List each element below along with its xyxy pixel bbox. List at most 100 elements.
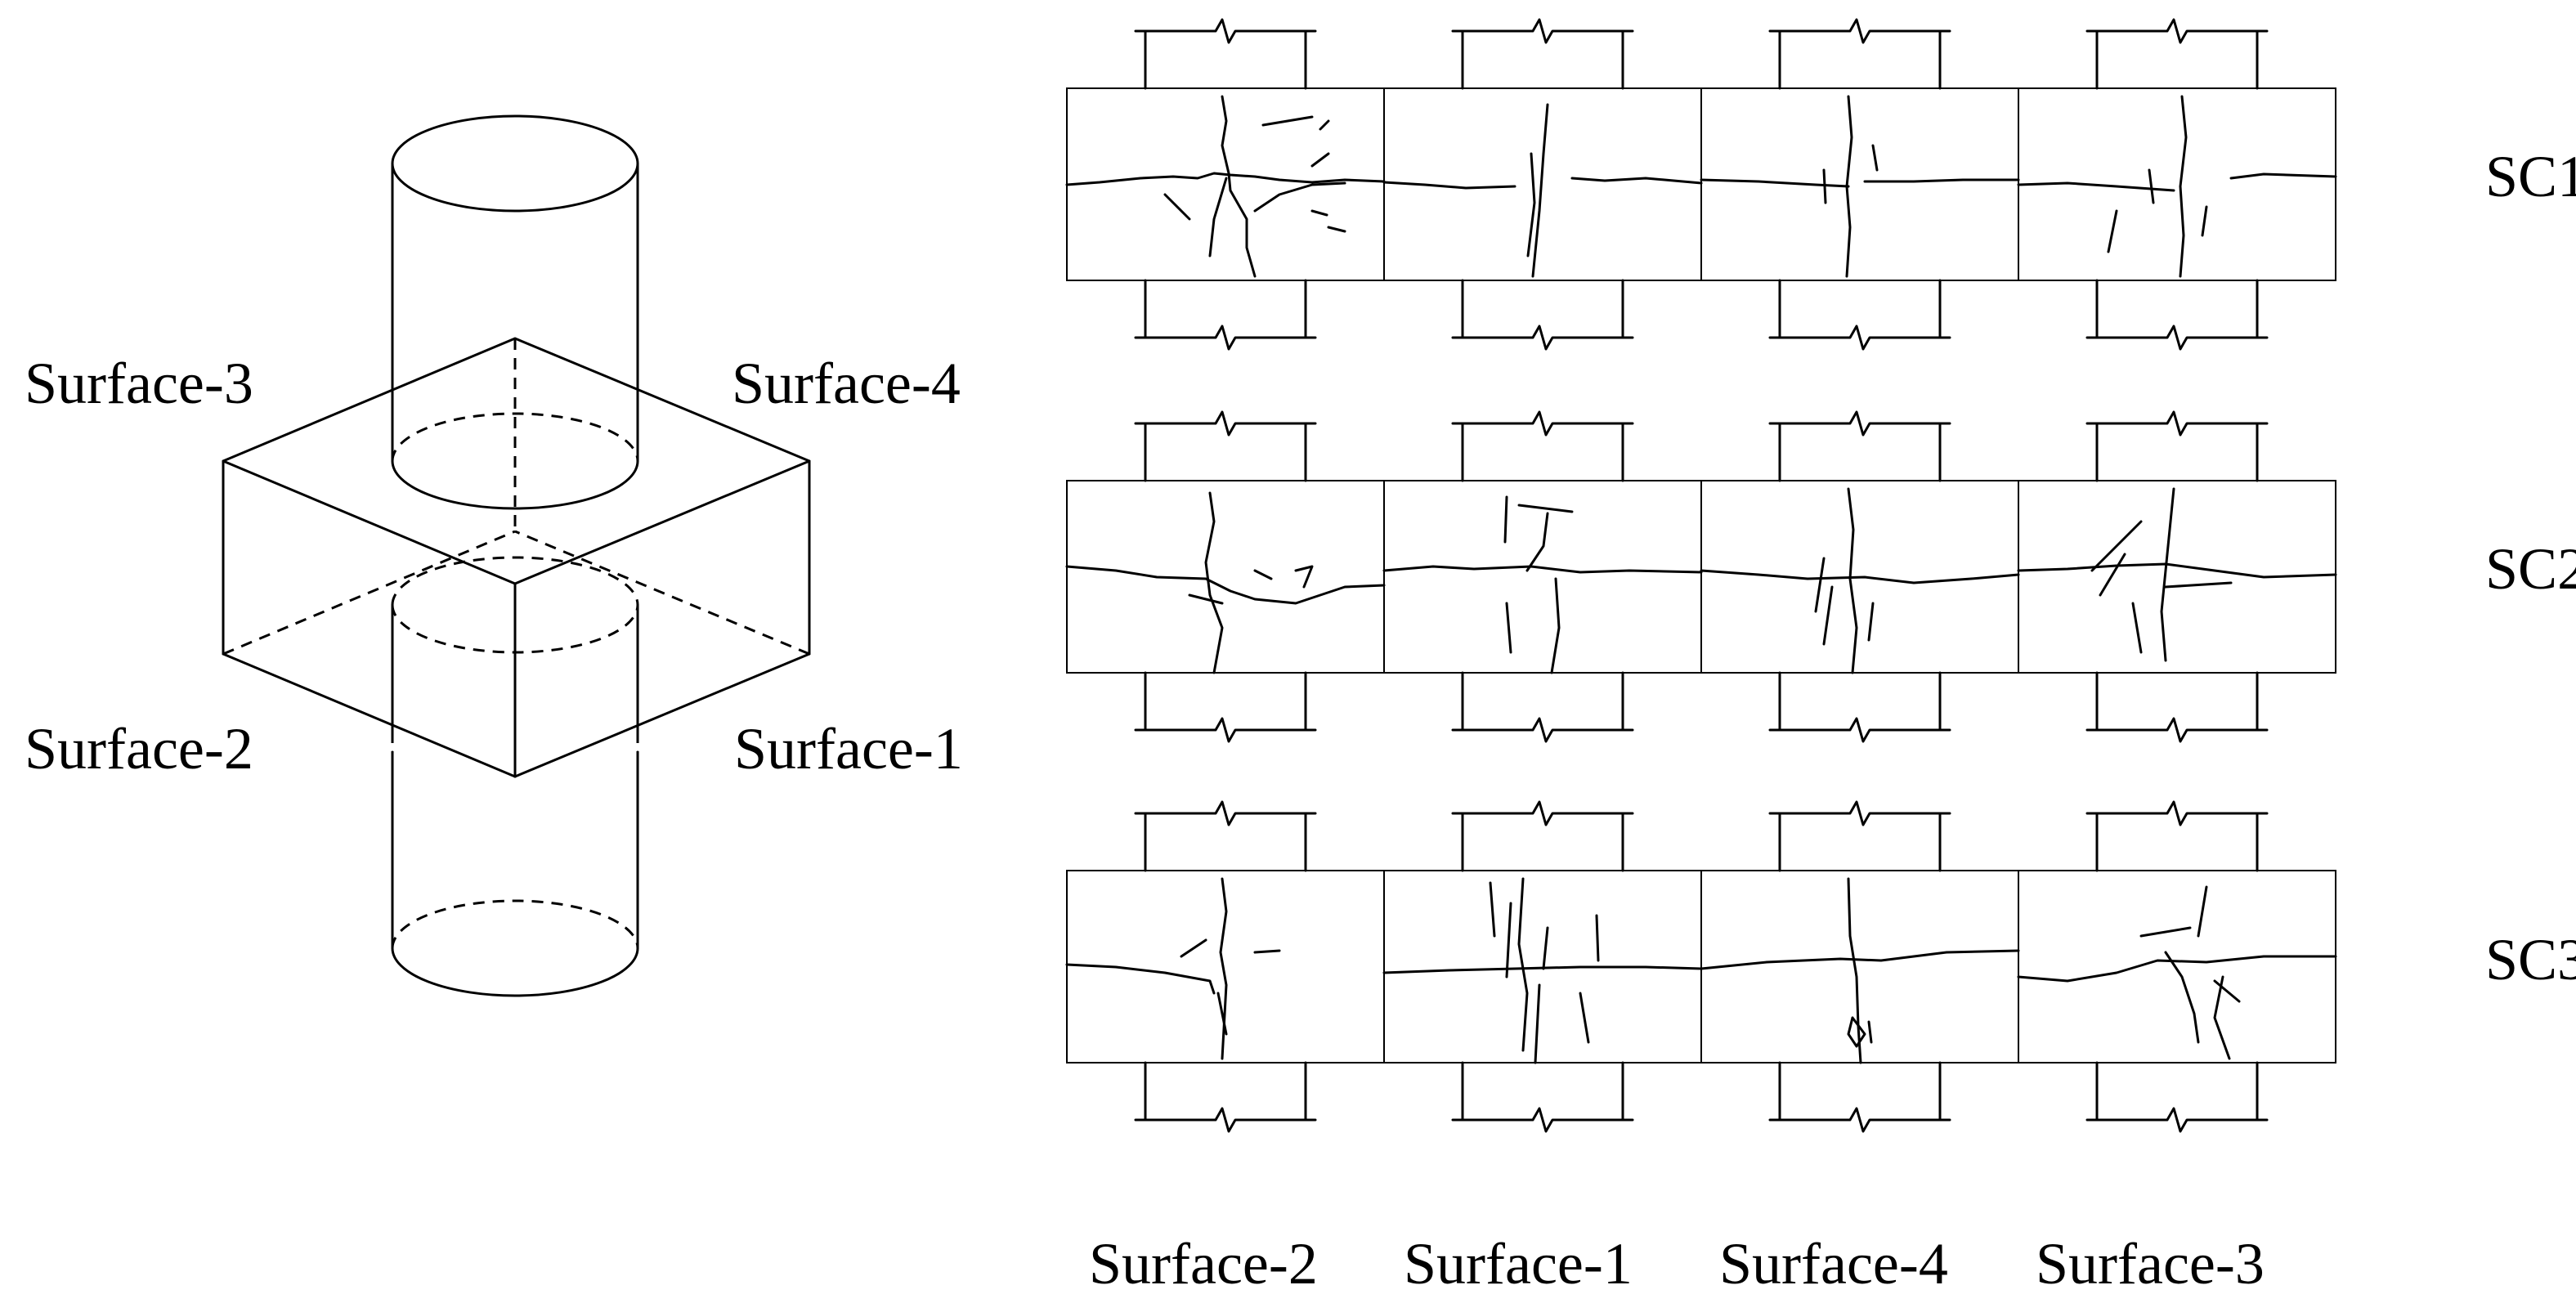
crack-line — [1847, 1016, 1866, 1048]
crack-line — [1188, 593, 1224, 605]
column-stub-top — [1451, 18, 1634, 90]
column-stub-bottom — [1768, 279, 1951, 351]
joint-panel — [1065, 18, 1386, 351]
column-stub-top — [1134, 410, 1317, 482]
joint-panel-outline — [2018, 480, 2336, 674]
crack-line — [1550, 577, 1561, 674]
joint-panel — [1382, 800, 1703, 1133]
crack-line — [1216, 992, 1228, 1036]
crack-line — [1595, 914, 1600, 962]
column-stub-bottom — [1451, 1061, 1634, 1133]
crack-line — [1822, 168, 1827, 204]
crack-pattern-grid — [1065, 18, 2337, 1133]
crack-line — [1221, 95, 1257, 278]
joint-panel — [1700, 18, 2020, 351]
crack-line — [1382, 565, 1703, 574]
crack-row-sc1 — [1065, 18, 2337, 351]
joint-panel — [1700, 800, 2020, 1133]
joint-panel — [1382, 410, 1703, 743]
column-label-3: Surface-4 — [1719, 1231, 1948, 1296]
crack-line — [1065, 963, 1216, 995]
column-stub-top — [2085, 410, 2269, 482]
joint-panel — [1065, 410, 1386, 743]
joint-panel — [1700, 410, 2020, 743]
crack-line — [1294, 565, 1314, 589]
crack-line — [1570, 177, 1703, 185]
crack-line — [1700, 949, 2020, 970]
crack-line — [1382, 965, 1703, 974]
crack-line — [1542, 926, 1549, 970]
column-stub-top — [1134, 18, 1317, 90]
column-stub-top — [1134, 800, 1317, 872]
lower-column — [391, 556, 639, 997]
crack-line — [2213, 979, 2241, 1003]
label-surface-4: Surface-4 — [732, 351, 961, 416]
crack-line — [1208, 177, 1228, 257]
crack-line — [1847, 487, 1858, 674]
crack-line — [1180, 938, 1207, 958]
column-stub-bottom — [2085, 1061, 2269, 1133]
column-label-1: Surface-2 — [1089, 1231, 1318, 1296]
crack-line — [2213, 975, 2231, 1060]
column-stub-bottom — [1451, 671, 1634, 743]
column-stub-top — [2085, 18, 2269, 90]
crack-line — [2131, 602, 2143, 654]
column-stub-top — [1768, 18, 1951, 90]
isometric-joint-diagram: Surface-3 Surface-4 Surface-2 Surface-1 — [25, 114, 963, 997]
crack-line — [1871, 144, 1879, 172]
crack-line — [1847, 877, 1862, 1064]
crack-line — [1822, 585, 1834, 646]
crack-line — [1319, 119, 1330, 131]
crack-line — [2201, 205, 2208, 237]
crack-line — [1517, 504, 1574, 513]
crack-line — [2164, 951, 2200, 1044]
column-stub-bottom — [1134, 1061, 1317, 1133]
column-stub-bottom — [2085, 279, 2269, 351]
joint-panel — [1382, 18, 1703, 351]
crack-line — [1526, 152, 1536, 257]
crack-line — [1867, 602, 1875, 642]
crack-line — [1065, 565, 1386, 605]
crack-lines — [1065, 491, 1386, 674]
crack-line — [1863, 178, 2020, 183]
crack-line — [2017, 562, 2337, 579]
crack-line — [1163, 193, 1191, 221]
upper-column — [391, 114, 639, 510]
crack-line — [1253, 949, 1281, 954]
crack-line — [2164, 581, 2233, 589]
crack-line — [2017, 181, 2175, 192]
crack-lines — [1065, 877, 1281, 1060]
crack-line — [2148, 168, 2155, 204]
crack-line — [1531, 103, 1549, 278]
crack-lines — [1382, 495, 1703, 674]
crack-lines — [2017, 95, 2337, 278]
crack-line — [1327, 226, 1346, 233]
row-label-sc3: SC3 — [2485, 927, 2576, 992]
label-surface-2: Surface-2 — [25, 716, 253, 781]
joint-panel-outline — [2018, 870, 2336, 1063]
label-surface-3: Surface-3 — [25, 351, 253, 416]
crack-line — [1700, 569, 2020, 584]
column-stub-top — [1768, 800, 1951, 872]
joint-panel — [2017, 18, 2337, 351]
crack-line — [1310, 209, 1328, 217]
crack-line — [1579, 992, 1590, 1044]
crack-lines — [1382, 877, 1703, 1064]
crack-line — [1310, 152, 1330, 168]
crack-line — [1505, 602, 1512, 654]
crack-line — [2139, 926, 2192, 938]
row-label-sc2: SC2 — [2485, 536, 2576, 602]
crack-line — [1261, 115, 1314, 127]
joint-panel — [1065, 800, 1385, 1133]
crack-lines — [1382, 103, 1703, 278]
column-stub-top — [1451, 800, 1634, 872]
crack-line — [1065, 172, 1386, 186]
crack-line — [2197, 885, 2208, 938]
crack-lines — [1700, 95, 2020, 278]
joint-panel-outline — [1383, 480, 1702, 674]
crack-row-sc3 — [1065, 800, 2337, 1133]
crack-line — [1489, 881, 1496, 938]
crack-lines — [2017, 487, 2337, 662]
crack-line — [1382, 181, 1516, 190]
crack-line — [1534, 983, 1541, 1064]
